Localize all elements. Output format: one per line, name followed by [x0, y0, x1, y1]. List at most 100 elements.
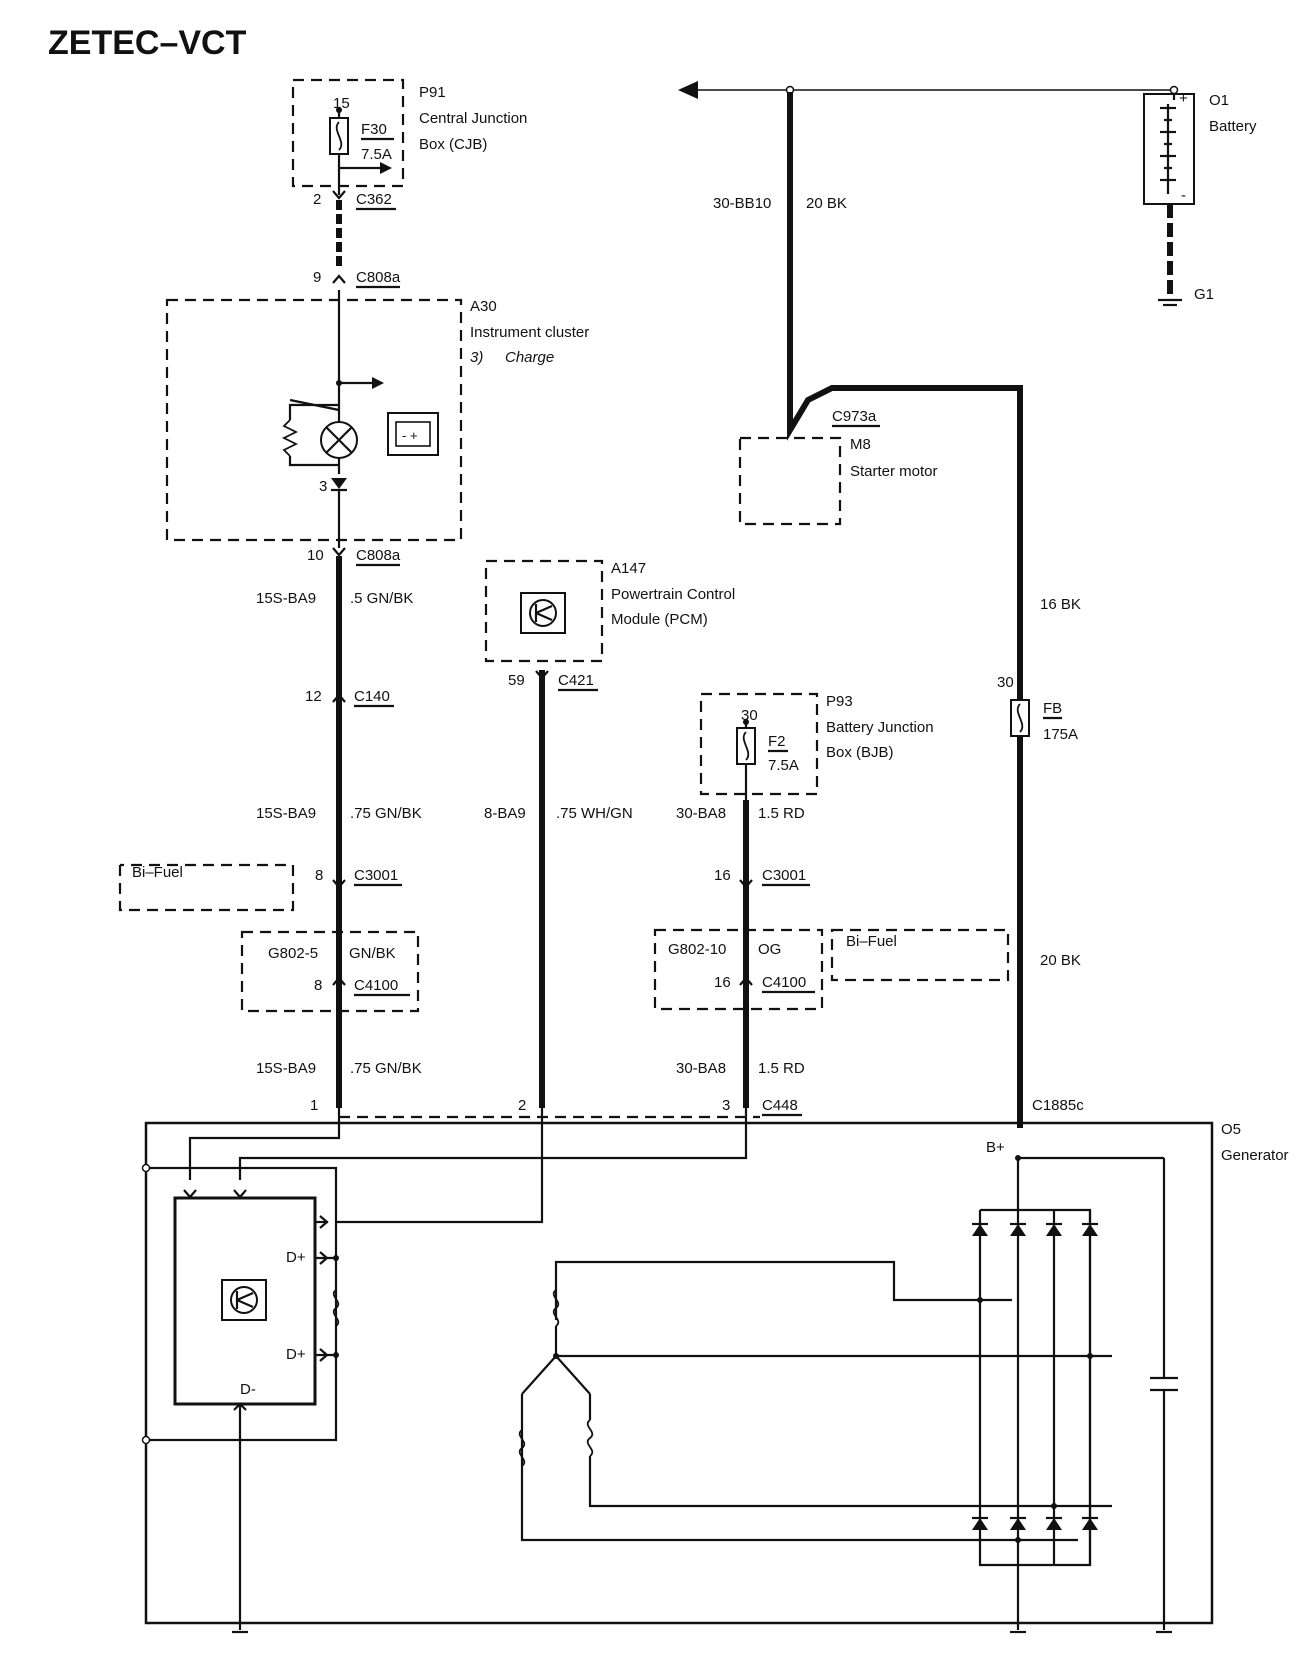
- wire2-gauge: .75 GN/BK: [350, 805, 422, 822]
- c3001-left-pin: 8: [315, 867, 323, 884]
- c4100-left-splice: G802-5: [268, 945, 318, 962]
- cluster-id: A30: [470, 298, 497, 315]
- battery-id: O1: [1209, 92, 1229, 109]
- c4100-right-color: OG: [758, 941, 781, 958]
- fuse-fb-rating: 175A: [1043, 726, 1078, 743]
- bjb-line2: Box (BJB): [826, 744, 894, 761]
- wire1-circuit: 15S-BA9: [256, 590, 316, 607]
- c448-name: C448: [762, 1097, 798, 1114]
- battery-name: Battery: [1209, 118, 1257, 135]
- cjb-p91-box: [291, 78, 405, 188]
- c140-pin: 12: [305, 688, 322, 705]
- generator-name: Generator: [1221, 1147, 1289, 1164]
- bjb-line1: Battery Junction: [826, 719, 934, 736]
- instrument-cluster-a30-box: [165, 298, 463, 542]
- cjb-id: P91: [419, 84, 446, 101]
- wire3-gauge: .75 GN/BK: [350, 1060, 422, 1077]
- generator-internal-wiring: [141, 1108, 1178, 1634]
- svg-text:-: -: [1181, 187, 1186, 204]
- diagram-title: ZETEC–VCT: [48, 24, 247, 62]
- c808a-bottom-pin: 10: [307, 547, 324, 564]
- c4100-right-pin: 16: [714, 974, 731, 991]
- cluster-name: Instrument cluster: [470, 324, 589, 341]
- fuse-f2-name: F2: [768, 733, 786, 750]
- c4100-left-color: GN/BK: [349, 945, 396, 962]
- bjb-wire1-circuit: 30-BA8: [676, 805, 726, 822]
- generator-o5-box: [144, 1121, 1214, 1625]
- c808a-top-name: C808a: [356, 269, 401, 286]
- c4100-right-splice: G802-10: [668, 941, 726, 958]
- battery-o1: + -: [1143, 90, 1195, 307]
- fuse-fb-name: FB: [1043, 700, 1062, 717]
- c362-name: C362: [356, 191, 392, 208]
- generator-id: O5: [1221, 1121, 1241, 1138]
- c140-name: C140: [354, 688, 390, 705]
- pcm-line1: Powertrain Control: [611, 586, 735, 603]
- wire-bb10-circuit: 30-BB10: [713, 195, 771, 212]
- bjb-wire1-gauge: 1.5 RD: [758, 805, 805, 822]
- pcm-id: A147: [611, 560, 646, 577]
- c362-pin: 2: [313, 191, 321, 208]
- svg-text:- +: - +: [402, 428, 418, 443]
- c448-pin-3: 3: [722, 1097, 730, 1114]
- c4100-left-name: C4100: [354, 977, 398, 994]
- c421-pin: 59: [508, 672, 525, 689]
- wire-16bk-gauge: 16 BK: [1040, 596, 1081, 613]
- pcm-wire-circuit: 8-BA9: [484, 805, 526, 822]
- fuse-f2: [736, 719, 756, 800]
- bifuel-left-label: Bi–Fuel: [132, 864, 183, 881]
- cjb-line2: Box (CJB): [419, 136, 487, 153]
- cluster-pin-3: 3: [319, 478, 327, 495]
- starter-id: M8: [850, 436, 871, 453]
- wire2-circuit: 15S-BA9: [256, 805, 316, 822]
- bjb-wire2-gauge: 1.5 RD: [758, 1060, 805, 1077]
- c808a-top-pin: 9: [313, 269, 321, 286]
- bifuel-right-box: [830, 928, 1010, 982]
- c3001-right-pin: 16: [714, 867, 731, 884]
- cluster-note: Charge: [505, 349, 554, 366]
- wire-20bk-gauge: 20 BK: [1040, 952, 1081, 969]
- svg-text:+: +: [1179, 90, 1188, 107]
- bjb-p93-box: [699, 692, 819, 796]
- starter-connector: C973a: [832, 408, 877, 425]
- fuse-f2-rating: 7.5A: [768, 757, 799, 774]
- fuse-f30-name: F30: [361, 121, 387, 138]
- charge-warning-lamp: - +: [281, 290, 439, 548]
- starter-motor-m8: [738, 436, 842, 526]
- c808a-bottom-name: C808a: [356, 547, 401, 564]
- starter-name: Starter motor: [850, 463, 938, 480]
- bjb-wire2-circuit: 30-BA8: [676, 1060, 726, 1077]
- fuse-f30-pin: 15: [333, 95, 350, 112]
- c3001-right-name: C3001: [762, 867, 806, 884]
- fuse-fb: [1010, 699, 1030, 737]
- fuse-f2-pin: 30: [741, 707, 758, 724]
- c448-pin-1: 1: [310, 1097, 318, 1114]
- ground-g1-label: G1: [1194, 286, 1214, 303]
- wire3-circuit: 15S-BA9: [256, 1060, 316, 1077]
- c448-pin-2: 2: [518, 1097, 526, 1114]
- generator-bplus: B+: [986, 1139, 1005, 1156]
- bjb-id: P93: [826, 693, 853, 710]
- generator-dplus-1: D+: [286, 1249, 306, 1266]
- cjb-line1: Central Junction: [419, 110, 527, 127]
- generator-dplus-2: D+: [286, 1346, 306, 1363]
- fuse-f30: [329, 107, 392, 195]
- c1885c-name: C1885c: [1032, 1097, 1084, 1114]
- cluster-note-number: 3): [470, 349, 483, 366]
- bifuel-left-box: [118, 863, 295, 912]
- pcm-a147-box: [484, 559, 604, 663]
- c4100-left-box: [240, 930, 420, 1013]
- bifuel-right-label: Bi–Fuel: [846, 933, 897, 950]
- generator-dminus: D-: [240, 1381, 256, 1398]
- pcm-line2: Module (PCM): [611, 611, 708, 628]
- pcm-module-icon: [520, 592, 566, 634]
- wire-bb10-gauge: 20 BK: [806, 195, 847, 212]
- c4100-left-pin: 8: [314, 977, 322, 994]
- c3001-left-name: C3001: [354, 867, 398, 884]
- c4100-right-name: C4100: [762, 974, 806, 991]
- wire1-gauge: .5 GN/BK: [350, 590, 413, 607]
- top-feed-wire: [678, 81, 1179, 1128]
- pcm-wire-gauge: .75 WH/GN: [556, 805, 633, 822]
- c4100-right-box: [653, 928, 824, 1011]
